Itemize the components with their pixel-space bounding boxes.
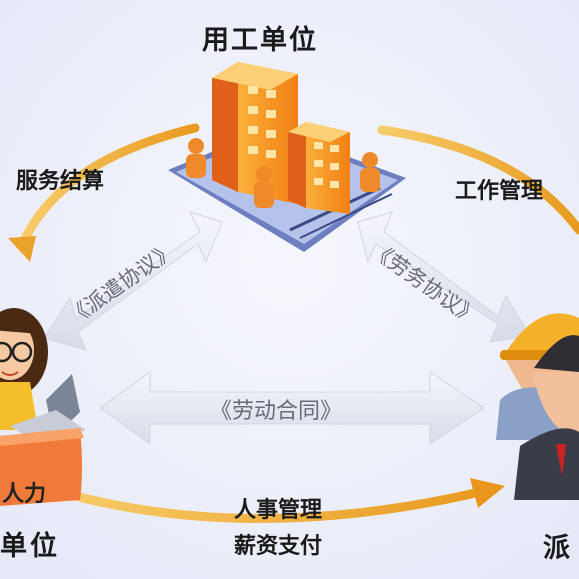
worker-label: 派 xyxy=(543,533,570,564)
employer-label: 用工单位 xyxy=(202,25,318,56)
office-building-icon xyxy=(168,62,406,252)
service-settlement-label: 服务结算 xyxy=(16,169,105,194)
dispatch-org-sign: 人力 xyxy=(2,482,47,507)
work-management-label: 工作管理 xyxy=(455,179,544,204)
dispatch-org-label: 单位 xyxy=(0,531,60,562)
dispatch-org-desk xyxy=(0,428,84,506)
arrow-hr-management xyxy=(55,478,505,523)
double-arrow-dispatch xyxy=(43,211,223,351)
worker-suit-icon xyxy=(514,335,579,500)
double-arrow-labor-contract xyxy=(99,371,485,445)
female-staff-icon xyxy=(0,308,48,430)
hr-management-label: 人事管理 xyxy=(234,498,323,523)
labor-contract-label: 《劳动合同》 xyxy=(210,399,343,424)
arrow-service-settlement xyxy=(8,123,200,262)
salary-payment-label: 薪资支付 xyxy=(234,534,323,559)
arrow-work-management xyxy=(377,125,579,235)
